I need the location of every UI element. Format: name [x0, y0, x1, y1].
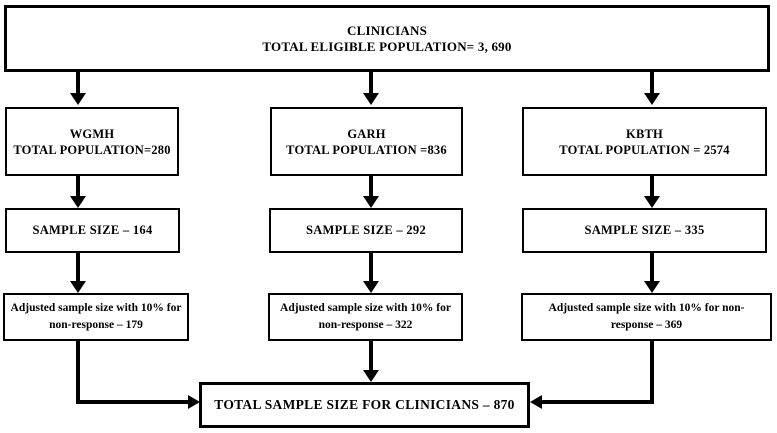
population-box-wgmh-value: TOTAL POPULATION=280	[13, 142, 171, 157]
sample-size-box-kbth: SAMPLE SIZE – 335	[522, 208, 767, 253]
adjusted-kbth-line1: Adjusted sample size with 10% for non-	[548, 301, 745, 314]
top-box-clinicians: CLINICIANS TOTAL ELIGIBLE POPULATION= 3,…	[4, 5, 770, 72]
total-sample-size-label: TOTAL SAMPLE SIZE FOR CLINICIANS – 870	[214, 397, 515, 412]
arrow-top-to-garh-head-icon	[363, 93, 379, 105]
adjusted-wgmh-line2: non-response – 179	[49, 319, 143, 331]
arrow-top-to-kbth-head-icon	[644, 93, 660, 105]
total-sample-size-box: TOTAL SAMPLE SIZE FOR CLINICIANS – 870	[199, 382, 530, 428]
arrow-kbth-sample-to-adjusted-line	[650, 253, 654, 282]
arrow-garh-sample-to-adjusted-head-icon	[363, 281, 379, 293]
elbow-kbth-head-icon	[530, 395, 542, 409]
arrow-top-to-wgmh-line	[76, 72, 80, 94]
adjusted-wgmh-line1: Adjusted sample size with 10% for	[10, 301, 182, 314]
arrow-garh-sample-to-adjusted-line	[369, 253, 373, 282]
adjusted-garh-line1: Adjusted sample size with 10% for	[280, 301, 451, 314]
top-box-population: TOTAL ELIGIBLE POPULATION= 3, 690	[262, 38, 512, 54]
elbow-kbth-horizontal-line	[542, 400, 654, 404]
elbow-wgmh-horizontal-line	[76, 400, 188, 404]
arrow-kbth-sample-to-adjusted-head-icon	[644, 281, 660, 293]
elbow-wgmh-vertical-line	[76, 341, 80, 404]
adjusted-sample-box-wgmh: Adjusted sample size with 10% for non-re…	[3, 293, 189, 341]
population-box-kbth-value: TOTAL POPULATION = 2574	[559, 142, 730, 157]
arrow-top-to-kbth-line	[650, 72, 654, 94]
arrow-garh-pop-to-sample-line	[369, 176, 373, 197]
sample-size-kbth-label: SAMPLE SIZE – 335	[584, 223, 705, 237]
sample-size-wgmh-label: SAMPLE SIZE – 164	[32, 223, 153, 237]
arrow-garh-pop-to-sample-head-icon	[363, 196, 379, 208]
arrow-kbth-pop-to-sample-head-icon	[644, 196, 660, 208]
adjusted-garh-line2: non-response – 322	[318, 319, 413, 331]
population-box-wgmh: WGMH TOTAL POPULATION=280	[5, 107, 179, 176]
population-box-garh-value: TOTAL POPULATION =836	[286, 142, 447, 157]
adjusted-kbth-line2: response – 369	[610, 319, 683, 331]
population-box-garh: GARH TOTAL POPULATION =836	[270, 107, 463, 176]
arrow-top-to-garh-line	[369, 72, 373, 94]
arrow-wgmh-sample-to-adjusted-line	[76, 253, 80, 282]
arrow-top-to-wgmh-head-icon	[70, 93, 86, 105]
arrow-wgmh-sample-to-adjusted-head-icon	[70, 281, 86, 293]
population-box-kbth-site: KBTH	[626, 126, 663, 141]
elbow-kbth-vertical-line	[650, 341, 654, 404]
arrow-wgmh-pop-to-sample-line	[76, 176, 80, 197]
top-box-title: CLINICIANS	[346, 22, 428, 38]
adjusted-sample-box-kbth: Adjusted sample size with 10% for non- r…	[521, 293, 772, 341]
sample-size-box-wgmh: SAMPLE SIZE – 164	[5, 208, 180, 253]
adjusted-sample-box-garh: Adjusted sample size with 10% for non-re…	[268, 293, 463, 341]
sample-size-garh-label: SAMPLE SIZE – 292	[305, 223, 427, 237]
arrow-garh-to-total-line	[369, 341, 373, 372]
population-box-garh-site: GARH	[347, 126, 386, 141]
arrow-wgmh-pop-to-sample-head-icon	[70, 196, 86, 208]
arrow-kbth-pop-to-sample-line	[650, 176, 654, 197]
population-box-wgmh-site: WGMH	[69, 126, 115, 141]
population-box-kbth: KBTH TOTAL POPULATION = 2574	[522, 107, 767, 176]
elbow-wgmh-head-icon	[188, 395, 200, 409]
sample-size-box-garh: SAMPLE SIZE – 292	[269, 208, 463, 253]
arrow-garh-to-total-head-icon	[363, 370, 379, 382]
